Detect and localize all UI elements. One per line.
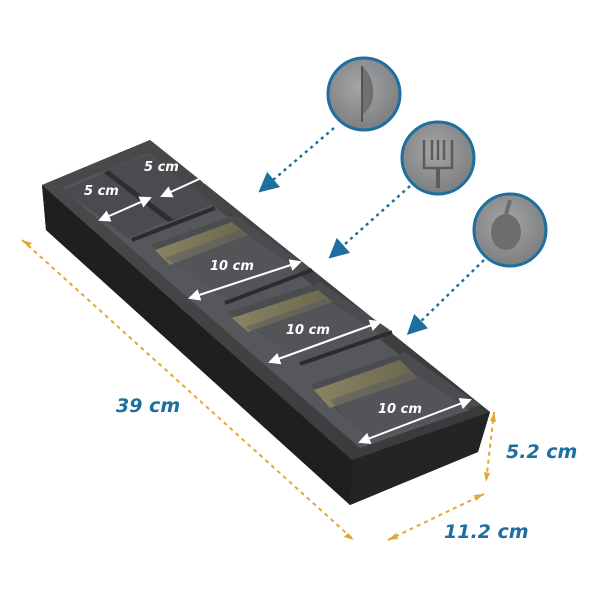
large-2-label: 10 cm: [286, 323, 330, 338]
outer-dimensions: [21, 239, 495, 541]
width-label: 11.2 cm: [444, 521, 529, 543]
knife-icon: [326, 56, 402, 132]
icon-arrows: [258, 127, 485, 335]
small-2-arrow: [160, 172, 212, 198]
knife-arrow: [258, 127, 335, 193]
large-3-arrow: [358, 397, 472, 445]
length-dimension-line: [21, 239, 355, 541]
height-label: 5.2 cm: [506, 441, 577, 463]
large-1-label: 10 cm: [210, 259, 254, 274]
large-3-label: 10 cm: [378, 402, 422, 417]
fork-icon: [400, 120, 476, 196]
inner-measurements: [98, 172, 472, 445]
small-2-label: 5 cm: [144, 160, 179, 175]
large-1-arrow: [188, 259, 302, 301]
height-dimension-line: [485, 411, 495, 483]
large-2-arrow: [268, 319, 382, 365]
spoon-arrow: [406, 259, 485, 335]
small-1-label: 5 cm: [84, 184, 119, 199]
length-label: 39 cm: [116, 395, 180, 417]
width-dimension-line: [387, 493, 485, 541]
fork-arrow: [328, 185, 411, 259]
small-1-arrow: [98, 196, 152, 222]
spoon-icon: [472, 192, 548, 268]
